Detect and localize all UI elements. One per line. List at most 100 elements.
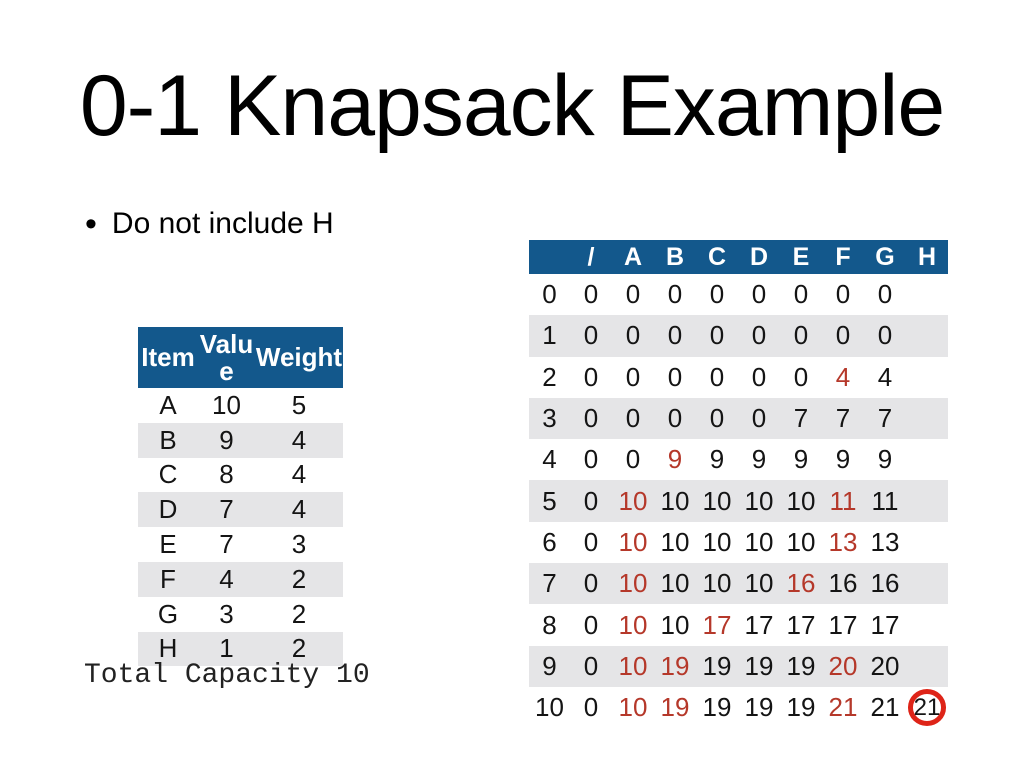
dp-cell: 0	[583, 609, 599, 640]
dp-cell: 20	[870, 650, 900, 681]
dp-cell: 0	[583, 485, 599, 516]
dp-cell: 7	[877, 403, 893, 434]
dp-cell: 10	[660, 485, 690, 516]
dp-cell: 4	[877, 361, 893, 392]
dp-cell: 10	[618, 609, 648, 640]
dp-cell: 0	[835, 320, 851, 351]
items-table-cell: G	[157, 598, 179, 629]
dp-cell: 9	[751, 444, 767, 475]
items-table-cell: D	[158, 494, 178, 525]
items-table-cell: 1	[219, 633, 234, 664]
dp-cell: 0	[667, 361, 683, 392]
dp-cell: 0	[583, 568, 599, 599]
dp-cell: 0	[625, 279, 641, 310]
dp-cell: 9	[877, 444, 893, 475]
items-table-cell: 2	[291, 598, 307, 629]
items-table-cell: B	[159, 424, 177, 455]
dp-cell: 9	[835, 444, 851, 475]
dp-cell: 0	[709, 403, 725, 434]
dp-header-cell: H	[917, 242, 937, 271]
dp-cell: 19	[660, 692, 690, 723]
dp-cell: 19	[702, 692, 732, 723]
dp-cell: 9	[793, 444, 809, 475]
items-table-cell: 3	[219, 598, 234, 629]
dp-cell: 0	[583, 692, 599, 723]
items-table-cell: 9	[219, 424, 234, 455]
dp-cell: 21	[828, 692, 858, 723]
items-table-cell: 10	[212, 389, 241, 420]
dp-cell: 21	[870, 692, 900, 723]
dp-cell: 0	[583, 279, 599, 310]
items-header-cell: Item	[141, 342, 195, 372]
dp-row-label: 5	[542, 485, 557, 516]
items-table-cell: 8	[219, 459, 234, 490]
dp-cell: 0	[625, 403, 641, 434]
dp-cell: 19	[702, 650, 732, 681]
dp-cell: 10	[744, 485, 774, 516]
items-table-cell: 4	[219, 563, 234, 594]
dp-cell: 0	[877, 320, 893, 351]
dp-cell: 11	[829, 485, 857, 516]
dp-cell: 10	[618, 692, 648, 723]
items-table-cell: F	[160, 563, 176, 594]
dp-row-label: 9	[542, 650, 557, 681]
dp-cell: 10	[618, 526, 648, 557]
items-header-cell: Weight	[255, 342, 343, 372]
total-capacity-label: Total Capacity 10	[84, 660, 370, 691]
dp-cell: 0	[625, 320, 641, 351]
dp-row-label: 7	[542, 568, 557, 599]
dp-cell: 0	[667, 279, 683, 310]
dp-cell: 9	[667, 444, 683, 475]
dp-header-cell: B	[665, 242, 685, 271]
dp-header-cell: /	[587, 242, 595, 271]
dp-cell: 10	[744, 568, 774, 599]
dp-cell: 17	[786, 609, 816, 640]
dp-cell: 0	[667, 320, 683, 351]
dp-cell: 13	[828, 526, 858, 557]
dp-header-cell: E	[792, 242, 810, 271]
dp-cell: 0	[751, 279, 767, 310]
dp-row-label: 0	[542, 279, 557, 310]
dp-cell: 10	[618, 485, 648, 516]
dp-cell: 0	[709, 279, 725, 310]
dp-header-cell: G	[875, 242, 895, 271]
dp-cell: 16	[870, 568, 900, 599]
items-table-cell: H	[158, 633, 178, 664]
dp-row-label: 8	[542, 609, 557, 640]
dp-cell: 0	[583, 526, 599, 557]
dp-cell: 0	[751, 361, 767, 392]
items-table-row: G 3 2	[138, 597, 343, 632]
dp-cell: 19	[744, 692, 774, 723]
dp-cell: 0	[793, 279, 809, 310]
dp-cell: 17	[702, 609, 732, 640]
dp-cell: 0	[583, 320, 599, 351]
items-table-cell: A	[159, 389, 177, 420]
dp-cell: 7	[793, 403, 809, 434]
dp-header-cell: C	[707, 242, 727, 271]
dp-cell: 0	[583, 403, 599, 434]
dp-cell: 20	[828, 650, 858, 681]
dp-cell: 16	[786, 568, 816, 599]
items-table-cell: 7	[219, 529, 234, 560]
bullet-icon: •	[85, 205, 97, 243]
dp-cell: 0	[583, 361, 599, 392]
dp-cell: 10	[744, 526, 774, 557]
dp-cell: 19	[786, 692, 816, 723]
dp-cell: 10	[702, 485, 732, 516]
